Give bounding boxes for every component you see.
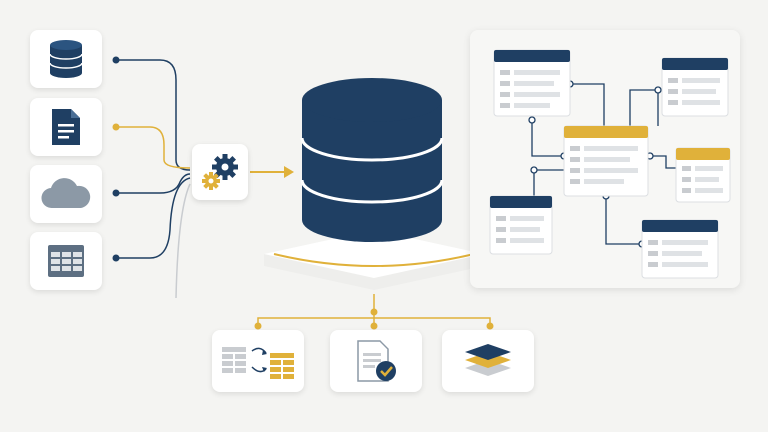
schema-table [493, 49, 571, 117]
database-cylinder-icon [300, 78, 444, 242]
schema-panel [470, 30, 740, 288]
document-icon [52, 109, 80, 145]
schema-table [675, 147, 731, 203]
report-check-icon [357, 340, 396, 382]
cloud-icon [41, 178, 91, 209]
processing-card[interactable] [192, 144, 248, 200]
source-document-card[interactable] [30, 98, 102, 156]
database-platform [264, 230, 484, 290]
schema-table [641, 219, 719, 279]
table-transform-icon [222, 347, 294, 379]
output-transform-card[interactable] [212, 330, 304, 392]
spreadsheet-icon [48, 245, 84, 277]
schema-table [489, 195, 553, 255]
gears-icon [202, 154, 238, 190]
source-database-card[interactable] [30, 30, 102, 88]
source-spreadsheet-card[interactable] [30, 232, 102, 290]
layers-icon [465, 344, 511, 376]
schema-table [661, 57, 729, 117]
database-icon [49, 40, 83, 78]
source-cloud-card[interactable] [30, 165, 102, 223]
er-diagram [489, 49, 731, 279]
output-layers-card[interactable] [442, 330, 534, 392]
schema-table [563, 125, 649, 197]
output-report-card[interactable] [330, 330, 422, 392]
